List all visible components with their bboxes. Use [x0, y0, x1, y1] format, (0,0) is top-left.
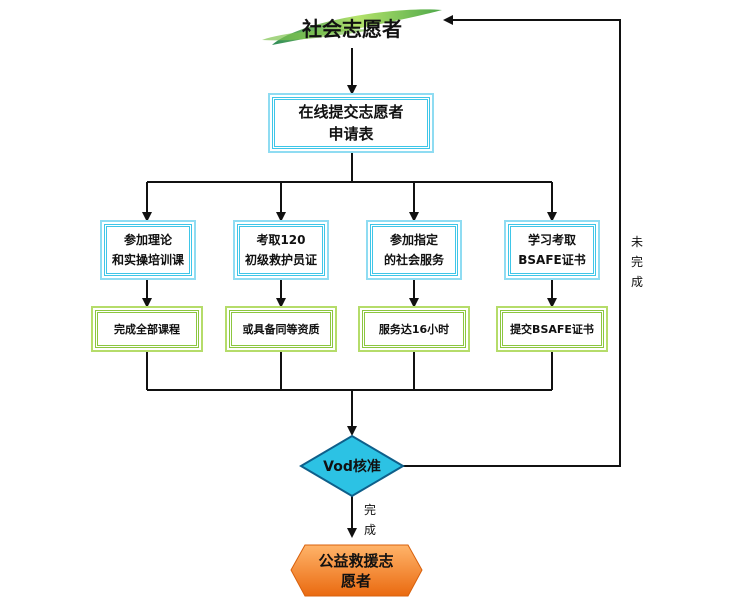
result-node-service-hours: 服务达16小时 — [358, 306, 470, 352]
edge-label-not-done-text: 未完成 — [630, 235, 643, 289]
step-node-first-aid-cert: 考取120 初级救护员证 — [233, 220, 329, 280]
end-node-shape — [290, 544, 423, 597]
result-node-equivalent-qualification: 或具备同等资质 — [225, 306, 337, 352]
edge-decision-not-done — [403, 15, 621, 467]
result-node-label: 服务达16小时 — [378, 323, 450, 336]
step-node-bsafe-study: 学习考取 BSAFE证书 — [504, 220, 600, 280]
result-node-label: 或具备同等资质 — [242, 323, 320, 336]
step-node-line: 初级救护员证 — [244, 253, 317, 267]
result-node-label: 提交BSAFE证书 — [510, 323, 594, 336]
connectors — [142, 15, 621, 538]
decision-diamond — [299, 434, 405, 498]
start-node-label: 社会志愿者 — [302, 16, 402, 41]
result-node-submit-bsafe: 提交BSAFE证书 — [496, 306, 608, 352]
apply-form-node: 在线提交志愿者 申请表 — [268, 93, 434, 153]
step-node-line: 考取120 — [256, 233, 306, 247]
result-node-label: 完成全部课程 — [114, 323, 180, 336]
edge-label-done: 完成 — [362, 500, 378, 540]
edge-label-not-done: 未完成 — [629, 232, 645, 292]
step-node-line: 参加指定 — [389, 233, 438, 247]
end-node-line-1: 公益救援志 — [318, 552, 394, 570]
end-node: 公益救援志 愿者 — [300, 548, 412, 594]
end-node-line-2: 愿者 — [340, 572, 371, 590]
decision-node: Vod核准 — [306, 454, 398, 478]
decision-node-label: Vod核准 — [323, 459, 381, 475]
start-node-swoosh — [262, 9, 442, 45]
start-node: 社会志愿者 — [282, 12, 422, 42]
step-node-line: 的社会服务 — [383, 253, 444, 267]
apply-form-line-2: 申请表 — [328, 125, 374, 143]
edge-label-done-text: 完成 — [363, 503, 376, 537]
result-node-courses-complete: 完成全部课程 — [91, 306, 203, 352]
step-node-line: 和实操培训课 — [111, 253, 184, 267]
apply-form-line-1: 在线提交志愿者 — [298, 103, 404, 121]
step-node-line: 学习考取 — [527, 233, 576, 247]
step-node-training: 参加理论 和实操培训课 — [100, 220, 196, 280]
step-node-line: 参加理论 — [123, 233, 172, 247]
step-node-line: BSAFE证书 — [518, 253, 586, 267]
step-node-social-service: 参加指定 的社会服务 — [366, 220, 462, 280]
